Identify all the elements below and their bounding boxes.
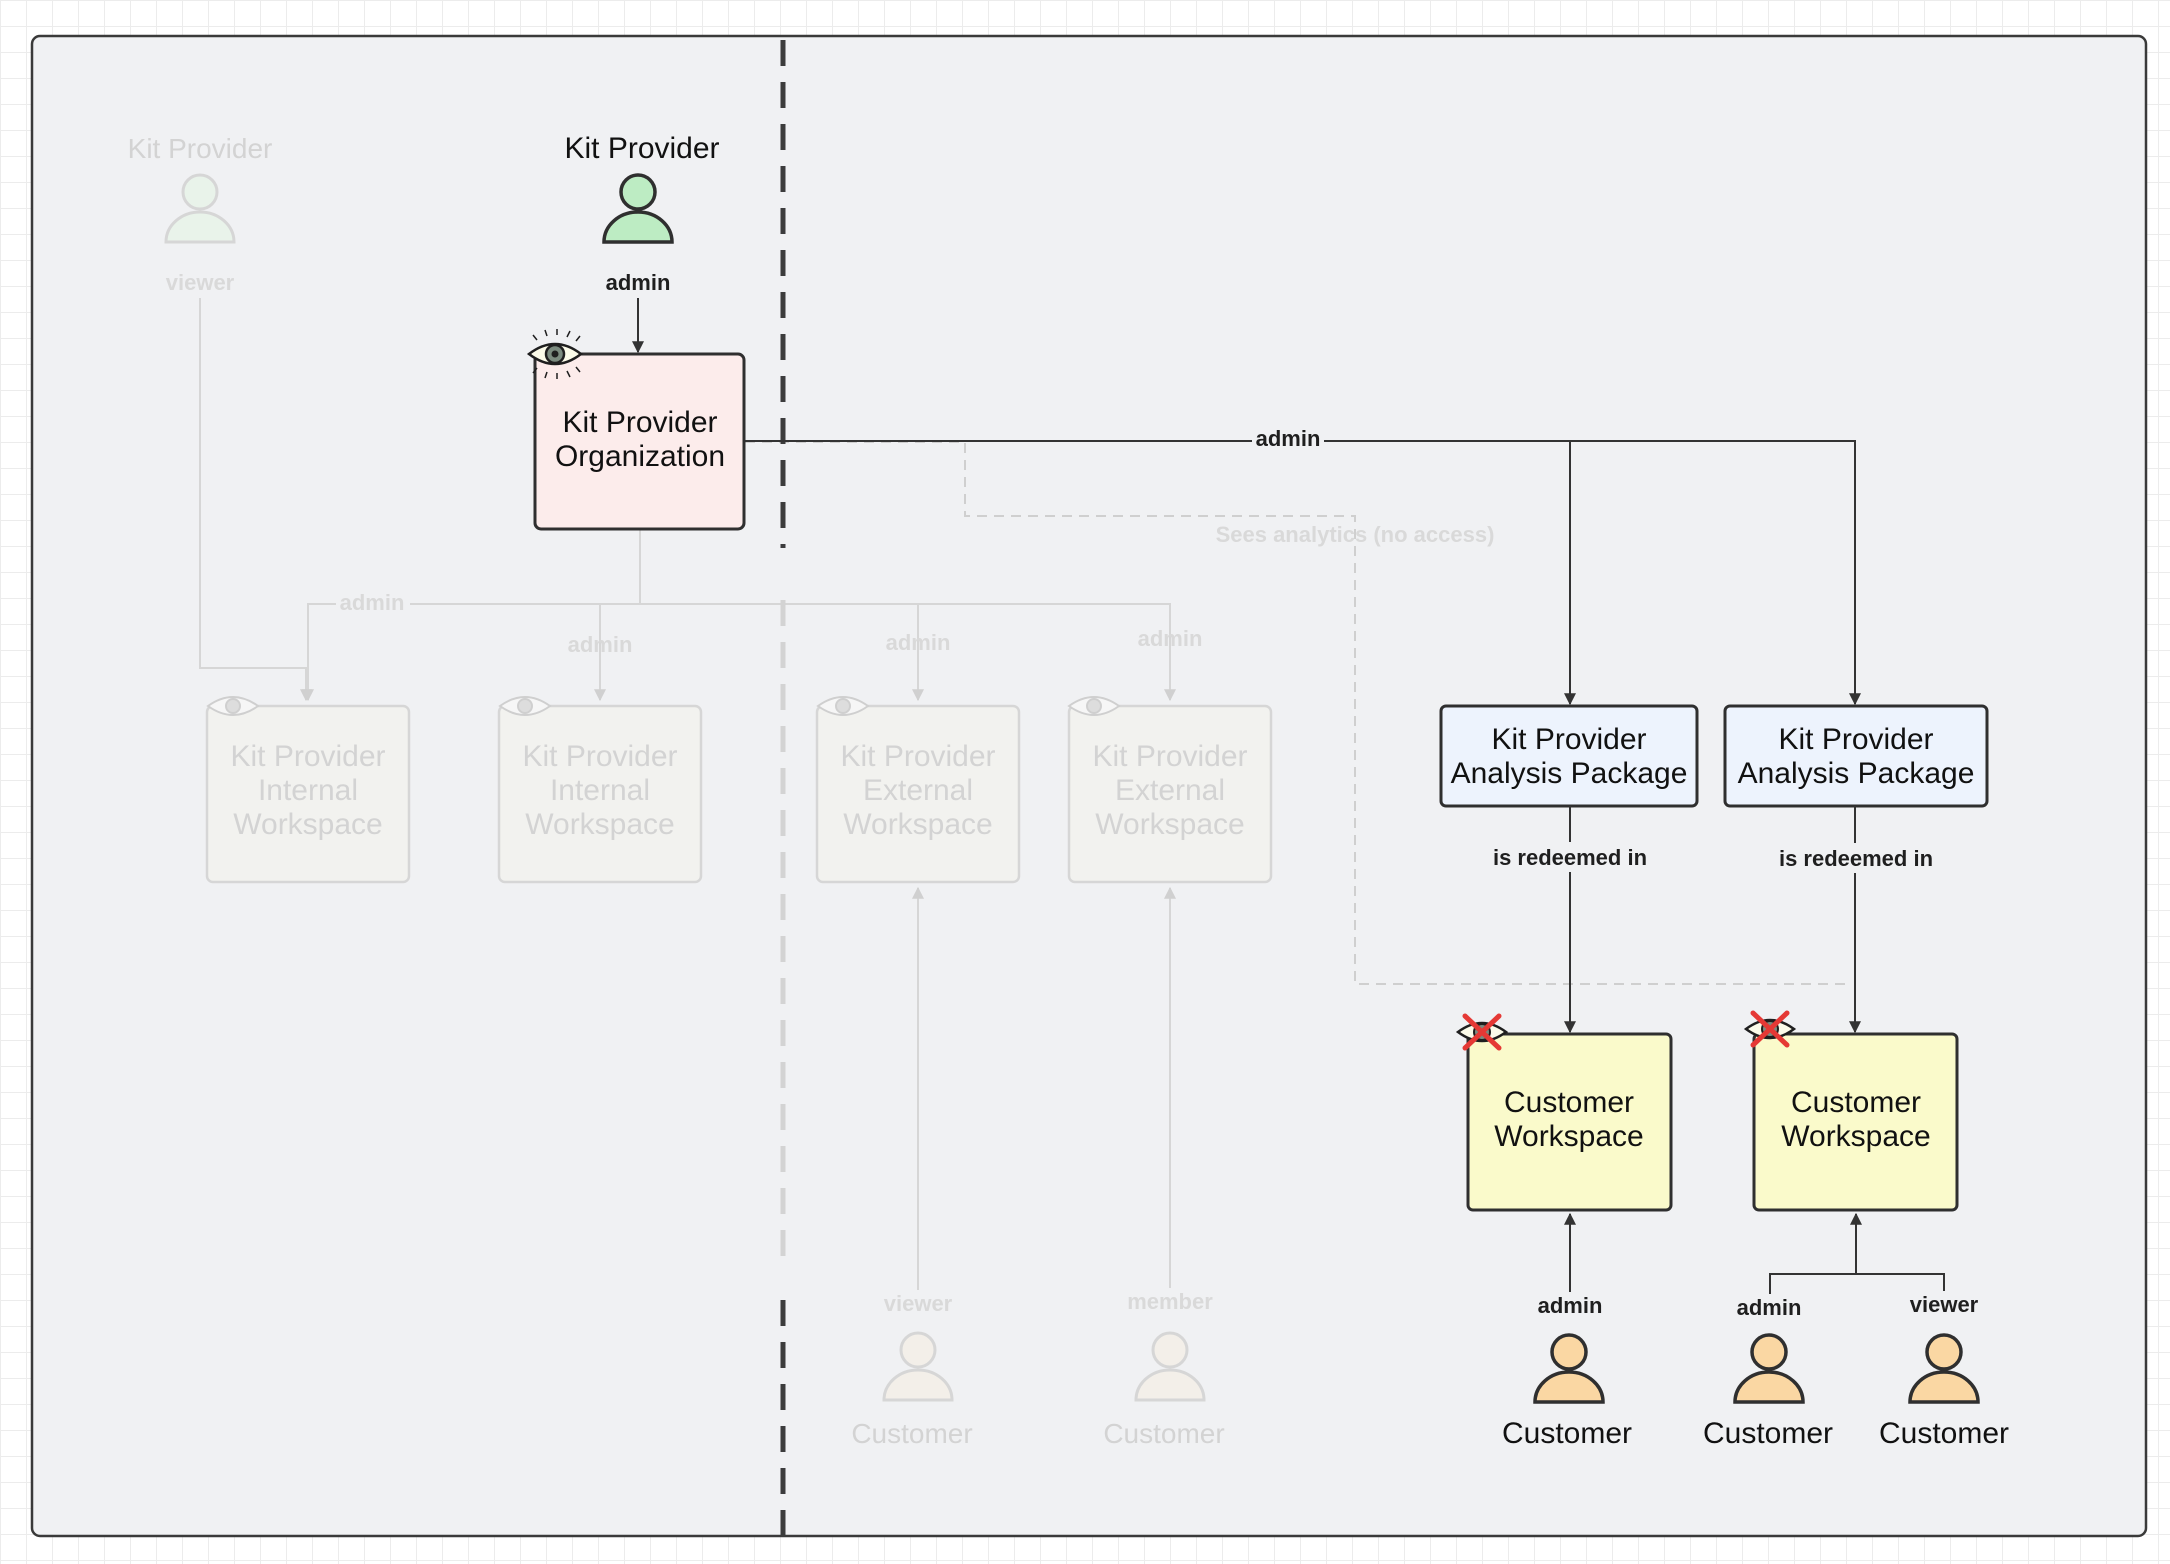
edge-viewer-to-internal-1 [199,298,312,702]
node-label: Organization [555,440,725,473]
actor-role: admin [606,270,671,295]
node-label: External [1115,774,1225,807]
eye-icon [526,329,584,379]
kit-provider-organization[interactable]: Kit Provider Organization [533,352,746,531]
edge-org-to-workspaces [307,530,1171,700]
node-label: Workspace [1781,1120,1931,1153]
kp-internal-workspace-1[interactable]: Kit Provider Internal Workspace [205,704,411,884]
node-label: Kit Provider [522,740,677,773]
eye-icon [1067,696,1121,716]
customer-2: admin Customer [1703,1294,1833,1450]
customer-3: viewer Customer [1879,1291,2009,1450]
person-icon [1908,1333,1980,1404]
edge-label-redeemed-1: is redeemed in [1493,845,1647,870]
actor-name: Kit Provider [128,133,273,164]
node-label: Workspace [525,808,675,841]
node-label: Workspace [843,808,993,841]
node-label: Analysis Package [1451,757,1688,790]
faded-customer-2: member Customer [1103,1288,1225,1449]
person-icon [1134,1331,1206,1402]
actor-name: Kit Provider [564,132,719,165]
eye-crossed-icon [1743,1010,1797,1048]
eye-icon [498,696,552,716]
analysis-package-2[interactable]: Kit Provider Analysis Package [1723,704,1989,808]
eye-crossed-icon [1455,1013,1509,1051]
edge-org-to-packages [744,440,1856,704]
node-label: Internal [258,774,358,807]
node-label: Analysis Package [1738,757,1975,790]
node-label: Kit Provider [1491,723,1646,756]
kp-external-workspace-1[interactable]: Kit Provider External Workspace [815,704,1021,884]
actor-role: admin [1737,1295,1802,1320]
node-label: Workspace [233,808,383,841]
person-icon [1733,1333,1805,1404]
actor-name: Customer [1879,1417,2009,1450]
edge-label-org-packages: admin [1256,426,1321,451]
node-label: External [863,774,973,807]
faded-kit-provider-viewer: Kit Provider viewer [128,133,273,295]
kp-external-workspace-2[interactable]: Kit Provider External Workspace [1067,704,1273,884]
actor-role: viewer [1910,1292,1979,1317]
node-label: Workspace [1494,1120,1644,1153]
kp-internal-workspace-2[interactable]: Kit Provider Internal Workspace [497,704,703,884]
node-label: Customer [1791,1086,1921,1119]
actor-role: member [1127,1289,1213,1314]
node-label: Internal [550,774,650,807]
actor-role: viewer [166,270,235,295]
eye-icon [206,696,260,716]
person-icon [602,173,674,244]
edge-label-external-1: admin [886,630,951,655]
node-label: Kit Provider [562,406,717,439]
edge-label-external-2: admin [1138,626,1203,651]
kit-provider-admin: Kit Provider admin [564,132,719,295]
person-icon [882,1331,954,1402]
actor-role: admin [1538,1293,1603,1318]
actor-name: Customer [1103,1418,1224,1449]
actor-role: viewer [884,1291,953,1316]
person-icon [1533,1333,1605,1404]
customer-workspace-1[interactable]: Customer Workspace [1466,1032,1673,1212]
actor-name: Customer [851,1418,972,1449]
actor-name: Customer [1502,1417,1632,1450]
customer-1: admin Customer [1502,1292,1632,1450]
faded-customer-1: viewer Customer [851,1290,973,1449]
edge-label-internal-2: admin [568,632,633,657]
eye-icon [816,696,870,716]
customer-workspace-2[interactable]: Customer Workspace [1752,1032,1959,1212]
node-label: Workspace [1095,808,1245,841]
edge-label-redeemed-2: is redeemed in [1779,846,1933,871]
node-label: Kit Provider [840,740,995,773]
edge-label-internal-1: admin [340,590,405,615]
node-label: Kit Provider [1092,740,1247,773]
node-label: Customer [1504,1086,1634,1119]
analysis-package-1[interactable]: Kit Provider Analysis Package [1439,704,1699,808]
node-label: Kit Provider [1778,723,1933,756]
person-icon [164,173,236,244]
actor-name: Customer [1703,1417,1833,1450]
node-label: Kit Provider [230,740,385,773]
edge-label-analytics: Sees analytics (no access) [1216,522,1495,547]
